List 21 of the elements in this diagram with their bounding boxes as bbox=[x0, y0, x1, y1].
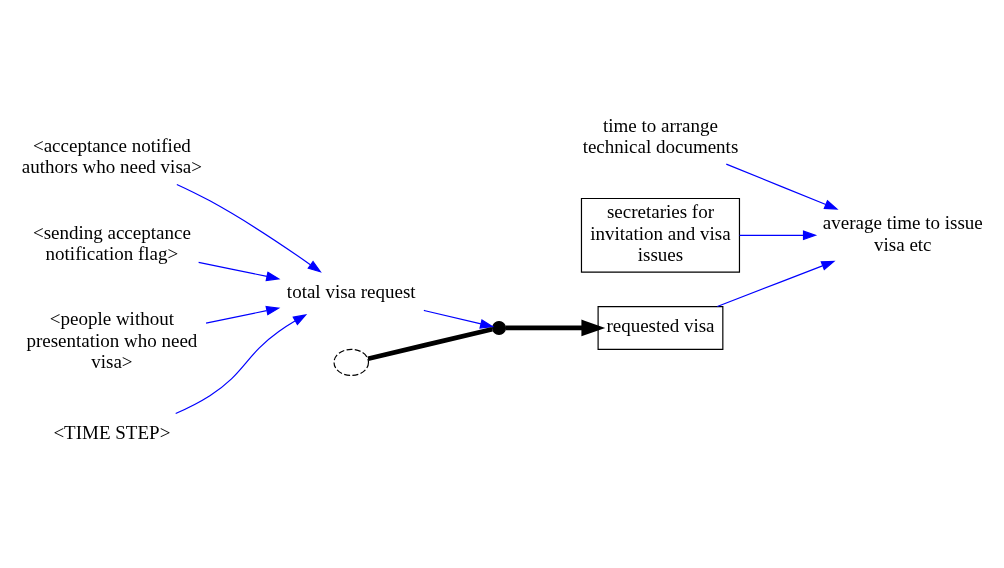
arrow bbox=[423, 309, 495, 329]
node-box: secretaries for invitation and visa issues bbox=[580, 197, 741, 273]
node-text: average time to issue visa etc bbox=[822, 212, 983, 255]
arrow bbox=[205, 305, 281, 324]
node-text: <TIME STEP> bbox=[53, 422, 171, 444]
arrow bbox=[198, 261, 281, 282]
arrow bbox=[725, 163, 839, 210]
node-cloud bbox=[333, 348, 370, 377]
arrow bbox=[716, 260, 836, 308]
node-text: <people without presentation who need visa> bbox=[26, 308, 198, 373]
node-text: time to arrange technical documents bbox=[582, 114, 739, 158]
arrow bbox=[738, 230, 818, 241]
arrow bbox=[176, 183, 322, 273]
node-text: total visa request bbox=[286, 281, 416, 303]
node-box: requested visa bbox=[597, 305, 724, 350]
node-text: <acceptance notified authors who need visa> bbox=[21, 134, 202, 178]
arrow bbox=[505, 319, 606, 337]
node-valve bbox=[492, 320, 507, 335]
arrow bbox=[175, 314, 308, 415]
connector bbox=[367, 326, 493, 362]
node-text: <sending acceptance notification flag> bbox=[32, 221, 191, 264]
